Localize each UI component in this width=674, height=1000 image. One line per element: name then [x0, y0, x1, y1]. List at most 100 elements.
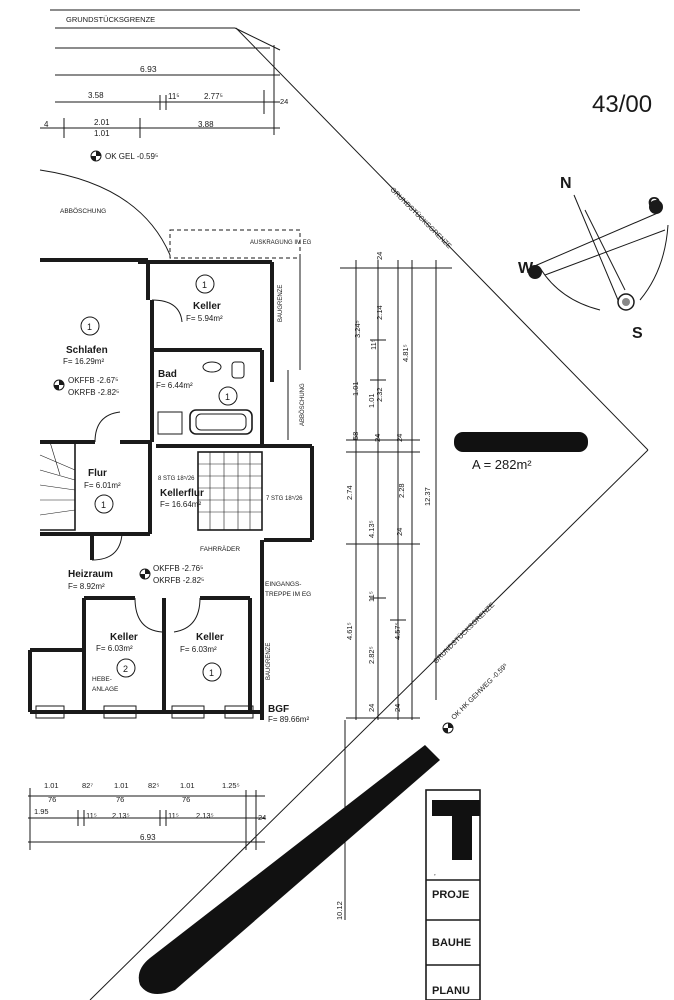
rdim-g0: 4.61⁵ [345, 622, 354, 640]
fahrraeder-label: FAHRRÄDER [200, 545, 240, 553]
compass-n: N [560, 175, 572, 192]
dim-top-h: 1.01 [94, 129, 110, 138]
room-num-circle [202, 662, 222, 682]
bdim-r2-3: 11⁵ [168, 811, 179, 820]
bgf-label: BGF [268, 704, 289, 715]
hebe-line2: ANLAGE [92, 686, 119, 693]
room-keller-right-name: Keller [196, 632, 224, 643]
rdim-a0: 24 [375, 252, 384, 260]
bottom-dimension-lines [28, 720, 346, 920]
boundary-diagonal [235, 27, 649, 451]
bdim-r1-4: 1.01 [180, 781, 195, 790]
bdim-r1-0: 1.01 [44, 781, 59, 790]
room-keller-right-area: F= 6.03m² [180, 645, 217, 654]
compass-rose [528, 194, 669, 311]
rdim-d3: 2.82⁵ [367, 646, 376, 664]
room-flur-area: F= 6.01m² [84, 481, 121, 490]
bdim-r1b-0: 76 [48, 795, 56, 804]
dim-top-b: 11⁵ [168, 92, 180, 101]
compass-s: S [632, 325, 643, 342]
room-kellerflur-area: F= 16.64m² [160, 500, 201, 509]
auskragung-label: AUSKRAGUNG IM EG [250, 240, 312, 246]
bdim-r1b-1: 76 [116, 795, 124, 804]
room-kellerflur-name: Kellerflur [160, 488, 204, 499]
bgf-value: F= 89.66m² [268, 715, 309, 724]
title-bauh: BAUHE [432, 937, 471, 949]
room-num-circle [80, 316, 100, 336]
dim-top-d: 24 [280, 97, 288, 106]
rdim-b1: 2.32 [375, 387, 384, 402]
title-big: T [434, 873, 436, 877]
rdim-e1: 24 [393, 704, 402, 712]
room-num-circle [116, 658, 136, 678]
building-walls [28, 229, 314, 720]
eingang-line2: TREPPE IM EG [265, 591, 311, 598]
compass-o: O [648, 195, 660, 212]
bdim-r2-4: 2.13⁵ [196, 811, 214, 820]
bdim-r1-3: 82⁵ [148, 781, 159, 790]
dim-top-g: 3.88 [198, 120, 214, 129]
title-proj: PROJE [432, 889, 469, 901]
room-num-circle [94, 494, 114, 514]
stairs-label-2: 7 STG 18⁵/26 [266, 495, 303, 502]
handwritten-note: 43/00 [592, 91, 652, 118]
rdim-d0: 2.74 [345, 485, 354, 500]
mid-okrfb: OKRFB -2.82⁵ [153, 576, 204, 585]
hebe-line1: HEBE- [92, 676, 112, 683]
room-num-circle [195, 274, 215, 294]
ok-hk-label: OK HK GEHWEG -0.59⁵ [450, 662, 509, 721]
rdim-c1: 2.28 [397, 483, 406, 498]
room-schlafen-num: 1 [87, 322, 92, 332]
boundary-lower-label: GRUNDSTÜCKSGRENZE [432, 601, 497, 666]
baugrenze-lower: BAUGRENZE [266, 643, 272, 680]
sun-west-icon [528, 265, 542, 279]
room-heizraum-area: F= 8.92m² [68, 582, 105, 591]
door-swings [91, 299, 201, 633]
bdim-r1-2: 1.01 [114, 781, 129, 790]
mid-okffb: OKFFB -2.76⁵ [153, 564, 203, 573]
schlafen-okrfb: OKRFB -2.82⁵ [68, 388, 119, 397]
rdim-a4: 1.01 [367, 393, 376, 408]
title-planu: PLANU [432, 985, 470, 997]
rdim-d4: 24 [367, 704, 376, 712]
boundary-top-label: GRUNDSTÜCKSGRENZE [66, 15, 155, 24]
room-keller-right-num: 1 [209, 668, 214, 678]
rdim-a2: 11⁵ [369, 339, 378, 350]
right-dimension-lines [340, 260, 452, 720]
baugrenze-right: BAUGRENZE [278, 285, 284, 322]
title-block [425, 789, 481, 1000]
room-keller-left-name: Keller [110, 632, 138, 643]
sun-east-icon [649, 200, 663, 214]
rdim-c0: 4.81⁵ [401, 344, 410, 362]
room-keller-top-area: F= 5.94m² [186, 314, 223, 323]
room-keller-left-num: 2 [123, 664, 128, 674]
rdim-a5: 58 [351, 432, 360, 440]
site-area: A = 282m² [472, 457, 532, 472]
rdim-e0: 4.57⁵ [393, 622, 402, 640]
slope-arc [39, 169, 171, 256]
boundary-diag-label: GRUNDSTÜCKSGRENZE [389, 186, 454, 251]
rdim-a1: 3.24⁵ [353, 320, 362, 338]
bdim-r3-0: 6.93 [140, 833, 156, 842]
dim-top-f: 2.01 [94, 118, 110, 127]
compass-w: W [518, 260, 534, 277]
staircase-center [197, 451, 263, 531]
room-keller-left-area: F= 6.03m² [96, 644, 133, 653]
room-flur-name: Flur [88, 468, 107, 479]
room-keller-top-name: Keller [193, 301, 221, 312]
rdim-b2: 24 [395, 434, 404, 442]
redaction-bar [454, 432, 588, 452]
bdim-r2-2: 2.13⁵ [112, 811, 130, 820]
dim-top-a: 3.58 [88, 91, 104, 100]
rdim-d1: 4.13⁵ [367, 520, 376, 538]
rdim-a3: 1.01 [351, 381, 360, 396]
bdim-r1-1: 82⁷ [82, 781, 93, 790]
bdim-vert: 10.12 [335, 901, 344, 920]
room-schlafen-name: Schlafen [66, 345, 108, 356]
rdim-f0: 12.37 [423, 487, 432, 506]
stairs-label-1: 8 STG 18⁵/26 [158, 475, 195, 482]
eingang-line1: EINGANGS- [265, 581, 301, 588]
room-heizraum-name: Heizraum [68, 569, 113, 580]
bdim-r2-5: 24 [258, 813, 266, 822]
